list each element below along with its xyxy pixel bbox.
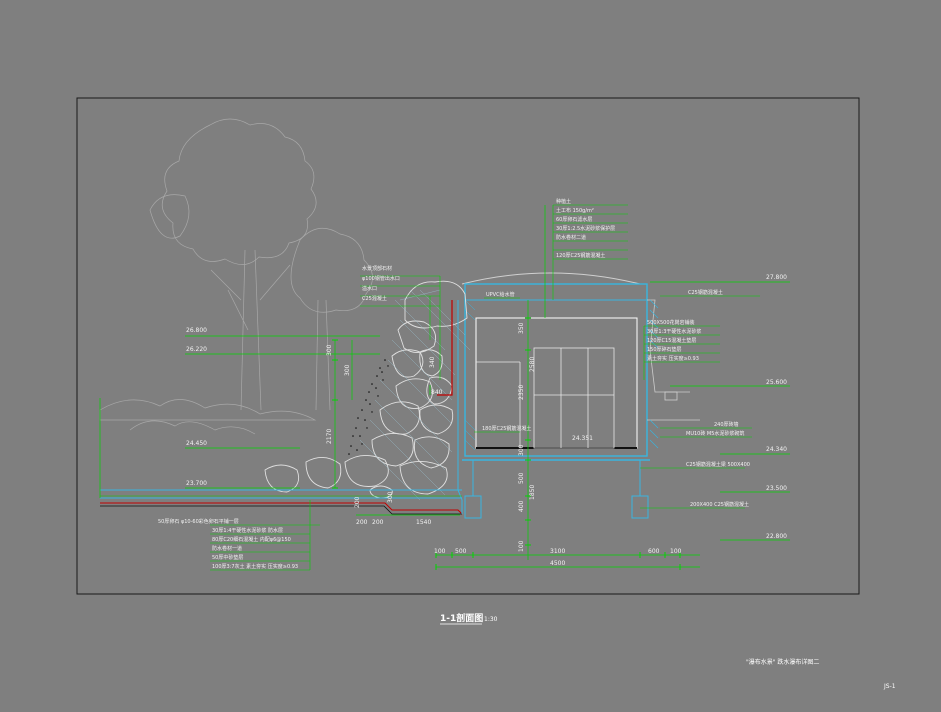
roof-note-3: 60厚卵石滤水层 bbox=[556, 216, 592, 223]
background-tree-sketch bbox=[99, 118, 373, 435]
pool-note-5: 50厚中砂垫层 bbox=[212, 554, 243, 561]
level-right-mid: 25.600 bbox=[766, 379, 787, 386]
level-lines bbox=[99, 281, 790, 541]
left-footing bbox=[464, 495, 482, 519]
roof-note-2: 土工布 150g/m² bbox=[556, 207, 594, 214]
right-note-1: 500X500花岗岩铺装 bbox=[647, 319, 695, 326]
dim-rock-w: 840 bbox=[431, 389, 443, 396]
drawing-frame bbox=[76, 97, 860, 595]
dim-pool-w: 1540 bbox=[416, 519, 431, 526]
pool-note-1: 50厚卵石 φ10-60彩色卵石平铺一层 bbox=[158, 518, 239, 525]
sheet-title: "瀑布水景" 跌水瀑布详图二 bbox=[746, 658, 819, 666]
pool-note-4: 防水卷材一道 bbox=[212, 545, 242, 552]
water-pool bbox=[100, 300, 463, 515]
dim-water-drop: 300 bbox=[344, 364, 351, 376]
level-left-ground: 24.450 bbox=[186, 440, 207, 447]
rock-note-leaders bbox=[360, 275, 441, 380]
pool-pipe bbox=[100, 502, 463, 515]
dim-stone: 340 bbox=[429, 356, 436, 368]
roof-note-4: 30厚1:2.5水泥砂浆保护层 bbox=[556, 225, 615, 232]
right-note-5: 素土夯实 压实度≥0.93 bbox=[647, 355, 699, 362]
level-water-top: 26.800 bbox=[186, 327, 207, 334]
glass-panel bbox=[533, 347, 615, 449]
dim-wall-h: 300 bbox=[326, 344, 333, 356]
right-label-roof: C25钢筋混凝土 bbox=[688, 289, 723, 296]
right-drain-box bbox=[664, 391, 678, 401]
rock-hatching bbox=[359, 289, 471, 501]
dim-total-span: 4500 bbox=[550, 560, 565, 567]
water-spray bbox=[348, 359, 389, 455]
right-note-3: 120厚C15混凝土垫层 bbox=[647, 337, 696, 344]
right-note-leaders bbox=[474, 295, 760, 509]
dim-rock-h: 2170 bbox=[326, 429, 333, 444]
room-structure bbox=[462, 283, 700, 519]
dim-room-base: 300 bbox=[518, 444, 525, 456]
dim-room-h: 2580 bbox=[529, 357, 536, 372]
pool-note-3: 80厚C20细石混凝土 内配φ6@150 bbox=[212, 536, 291, 543]
dim-pipe-step: 200 bbox=[356, 519, 368, 526]
rock-note-4: C25混凝土 bbox=[362, 295, 387, 302]
dim-rock-base: 200 bbox=[354, 496, 361, 508]
dim-right-offset: 100 bbox=[670, 548, 682, 555]
dimension-lines bbox=[334, 205, 700, 568]
dim-left-col: 500 bbox=[455, 548, 467, 555]
dim-left-offset: 100 bbox=[434, 548, 446, 555]
pool-note-leaders bbox=[210, 500, 320, 571]
level-right-base: 23.500 bbox=[766, 485, 787, 492]
retaining-wall bbox=[457, 300, 463, 514]
dim-pool-left: 200 bbox=[372, 519, 384, 526]
roof-note-leaders bbox=[552, 204, 628, 300]
roof-note-6: 120厚C25钢筋混凝土 bbox=[556, 252, 605, 259]
pool-note-6: 100厚3:7灰土 素土夯实 压实度≥0.93 bbox=[212, 563, 298, 570]
roof-soil-arc bbox=[461, 272, 641, 285]
pool-pipe-outline bbox=[100, 505, 462, 515]
wall-note-1: 240厚砖墙 bbox=[714, 421, 739, 428]
rock-note-3: 溢水口 bbox=[362, 285, 377, 292]
dimension-ticks bbox=[332, 317, 681, 570]
section-scale: 1:30 bbox=[484, 616, 498, 623]
pool-note-2: 30厚1:4干硬性水泥砂浆 防水层 bbox=[212, 527, 283, 534]
beam-label: C25钢筋混凝土梁 500X400 bbox=[686, 461, 750, 468]
supply-pipe bbox=[437, 300, 453, 396]
wall-note-2: MU10砖 M5水泥砂浆砌筑 bbox=[686, 430, 744, 437]
right-note-2: 30厚1:3干硬性水泥砂浆 bbox=[647, 328, 701, 335]
right-note-4: 150厚碎石垫层 bbox=[647, 346, 682, 353]
room-slab-label: 180厚C25钢筋混凝土 bbox=[482, 425, 531, 432]
dim-found-3: 100 bbox=[518, 540, 525, 552]
dim-room-mid: 2350 bbox=[518, 385, 525, 400]
roof-note-5: 防水卷材二道 bbox=[556, 234, 586, 241]
level-bottom: 22.800 bbox=[766, 533, 787, 540]
pipe-label: UPVC给水管 bbox=[486, 291, 515, 298]
dim-found-1: 500 bbox=[518, 472, 525, 484]
dim-mid-span: 3100 bbox=[550, 548, 565, 555]
sheet-number: JS-1 bbox=[883, 683, 896, 690]
level-right-low: 24.340 bbox=[766, 446, 787, 453]
rock-note-2: φ100钢管出水口 bbox=[362, 275, 400, 282]
right-footing bbox=[631, 495, 649, 519]
level-pool-base: 23.700 bbox=[186, 480, 207, 487]
room-outer-wall bbox=[464, 283, 648, 457]
level-room-floor: 24.351 bbox=[572, 435, 593, 442]
section-title: 1-1剖面图 bbox=[440, 612, 483, 624]
dim-right-col: 600 bbox=[648, 548, 660, 555]
dim-pit: 300 bbox=[387, 491, 394, 503]
dim-found-2: 400 bbox=[518, 500, 525, 512]
rock-note-1: 水景顶部石材 bbox=[362, 265, 392, 272]
roof-note-1: 种植土 bbox=[556, 198, 571, 205]
dim-found-total: 1850 bbox=[529, 485, 536, 500]
dim-room-top: 350 bbox=[518, 322, 525, 334]
side-hatch bbox=[464, 299, 476, 451]
level-roof-top: 27.800 bbox=[766, 274, 787, 281]
footing-label: 200X400 C25钢筋混凝土 bbox=[690, 501, 749, 508]
level-water-low: 26.220 bbox=[186, 346, 207, 353]
